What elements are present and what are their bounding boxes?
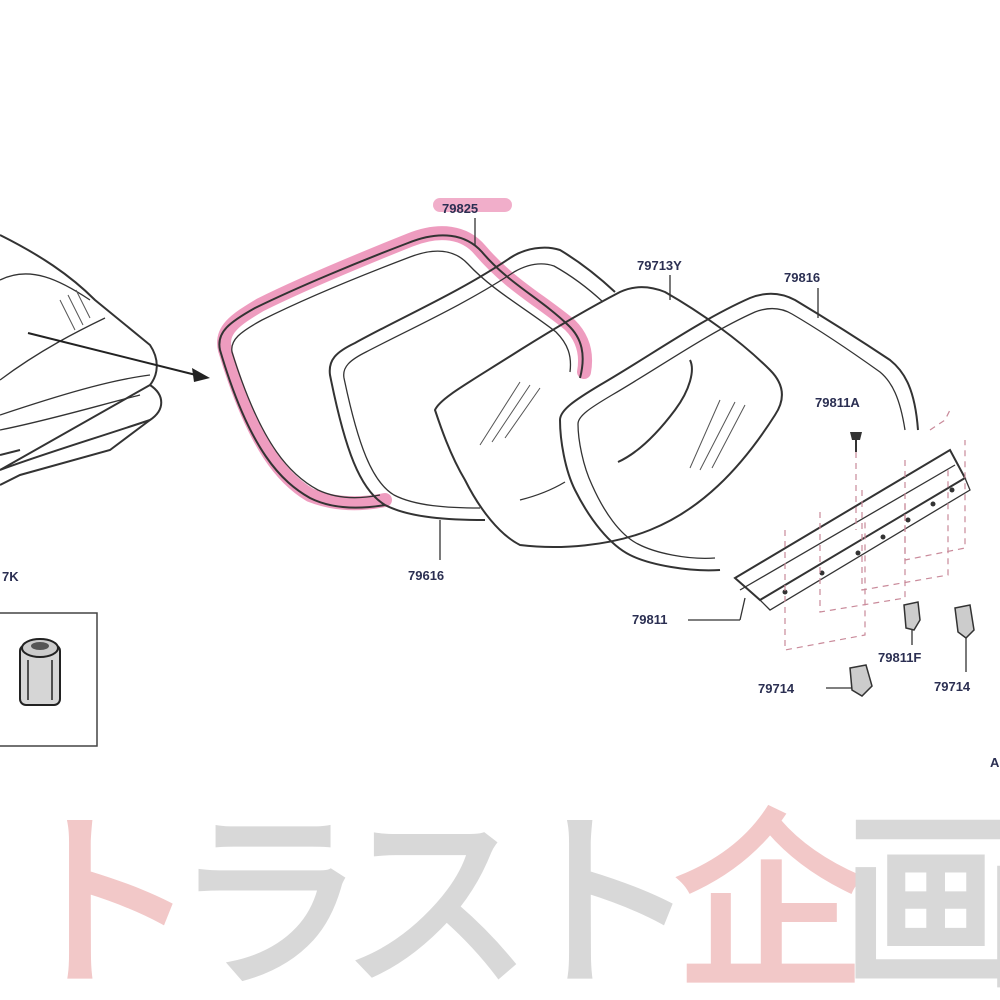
label-79811f: 79811F [878, 650, 921, 665]
label-79616: 79616 [408, 568, 444, 583]
dashed-guides [784, 409, 966, 651]
leader-lines [439, 218, 819, 621]
screw-79811a [850, 432, 862, 452]
label-79713y: 79713Y [637, 258, 682, 273]
direction-arrow [27, 332, 210, 382]
car-body-illustration [0, 234, 163, 486]
clip-79811f [903, 601, 921, 645]
clip-79714-right [954, 604, 975, 672]
watermark-char: ト [8, 792, 198, 1000]
molding-79825 [218, 234, 584, 509]
watermark-char: ト [508, 792, 698, 1000]
label-79811a: 79811A [815, 395, 860, 410]
label-79714-left: 79714 [758, 681, 795, 696]
lower-molding-79811 [733, 448, 971, 611]
watermark-char: 企 [675, 792, 866, 1000]
label-79714-right: 79714 [934, 679, 971, 694]
label-edge-left: 7K [2, 569, 19, 584]
label-79816: 79816 [784, 270, 820, 285]
molding-79816 [558, 292, 919, 572]
label-79825: 79825 [442, 201, 478, 216]
watermark-char: ス [341, 792, 531, 1000]
watermark-char: 画 [841, 792, 1000, 1000]
glass-frame-79616 [328, 246, 616, 521]
rear-glass-79713y [433, 286, 783, 549]
label-edge-right: A [990, 755, 1000, 770]
label-79811: 79811 [632, 612, 667, 627]
inset-detail-box [0, 612, 98, 747]
clip-79714-left [826, 664, 873, 697]
watermark-char: ラ [175, 792, 365, 1000]
